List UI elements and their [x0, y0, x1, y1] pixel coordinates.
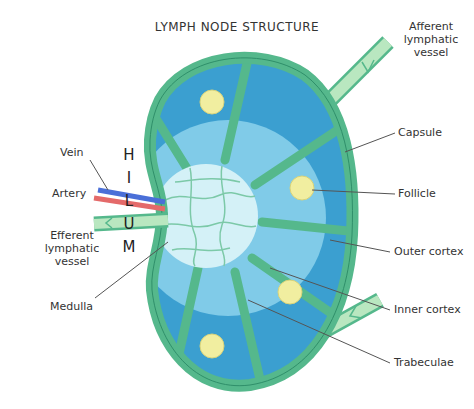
part-label: Follicle	[398, 187, 468, 200]
afferent-vessel	[330, 42, 388, 100]
part-label: Vein	[60, 146, 100, 159]
part-label: Afferent lymphatic vessel	[393, 20, 469, 59]
part-label: Inner cortex	[394, 303, 470, 316]
part-label: Efferent lymphatic vessel	[40, 229, 104, 268]
leader-lines	[90, 133, 395, 363]
part-label: Capsule	[398, 126, 468, 139]
hilum-label: HILUM	[122, 146, 135, 261]
follicles	[200, 90, 314, 358]
diagram-title: LYMPH NODE STRUCTURE	[0, 20, 474, 34]
capsule-outline	[150, 58, 353, 386]
part-label: Trabeculae	[394, 356, 470, 369]
part-label: Outer cortex	[394, 245, 470, 258]
medulla	[154, 164, 258, 268]
part-label: Medulla	[50, 300, 110, 313]
medullary-network	[162, 166, 256, 266]
capsule	[150, 58, 353, 386]
part-label: Artery	[52, 187, 96, 200]
